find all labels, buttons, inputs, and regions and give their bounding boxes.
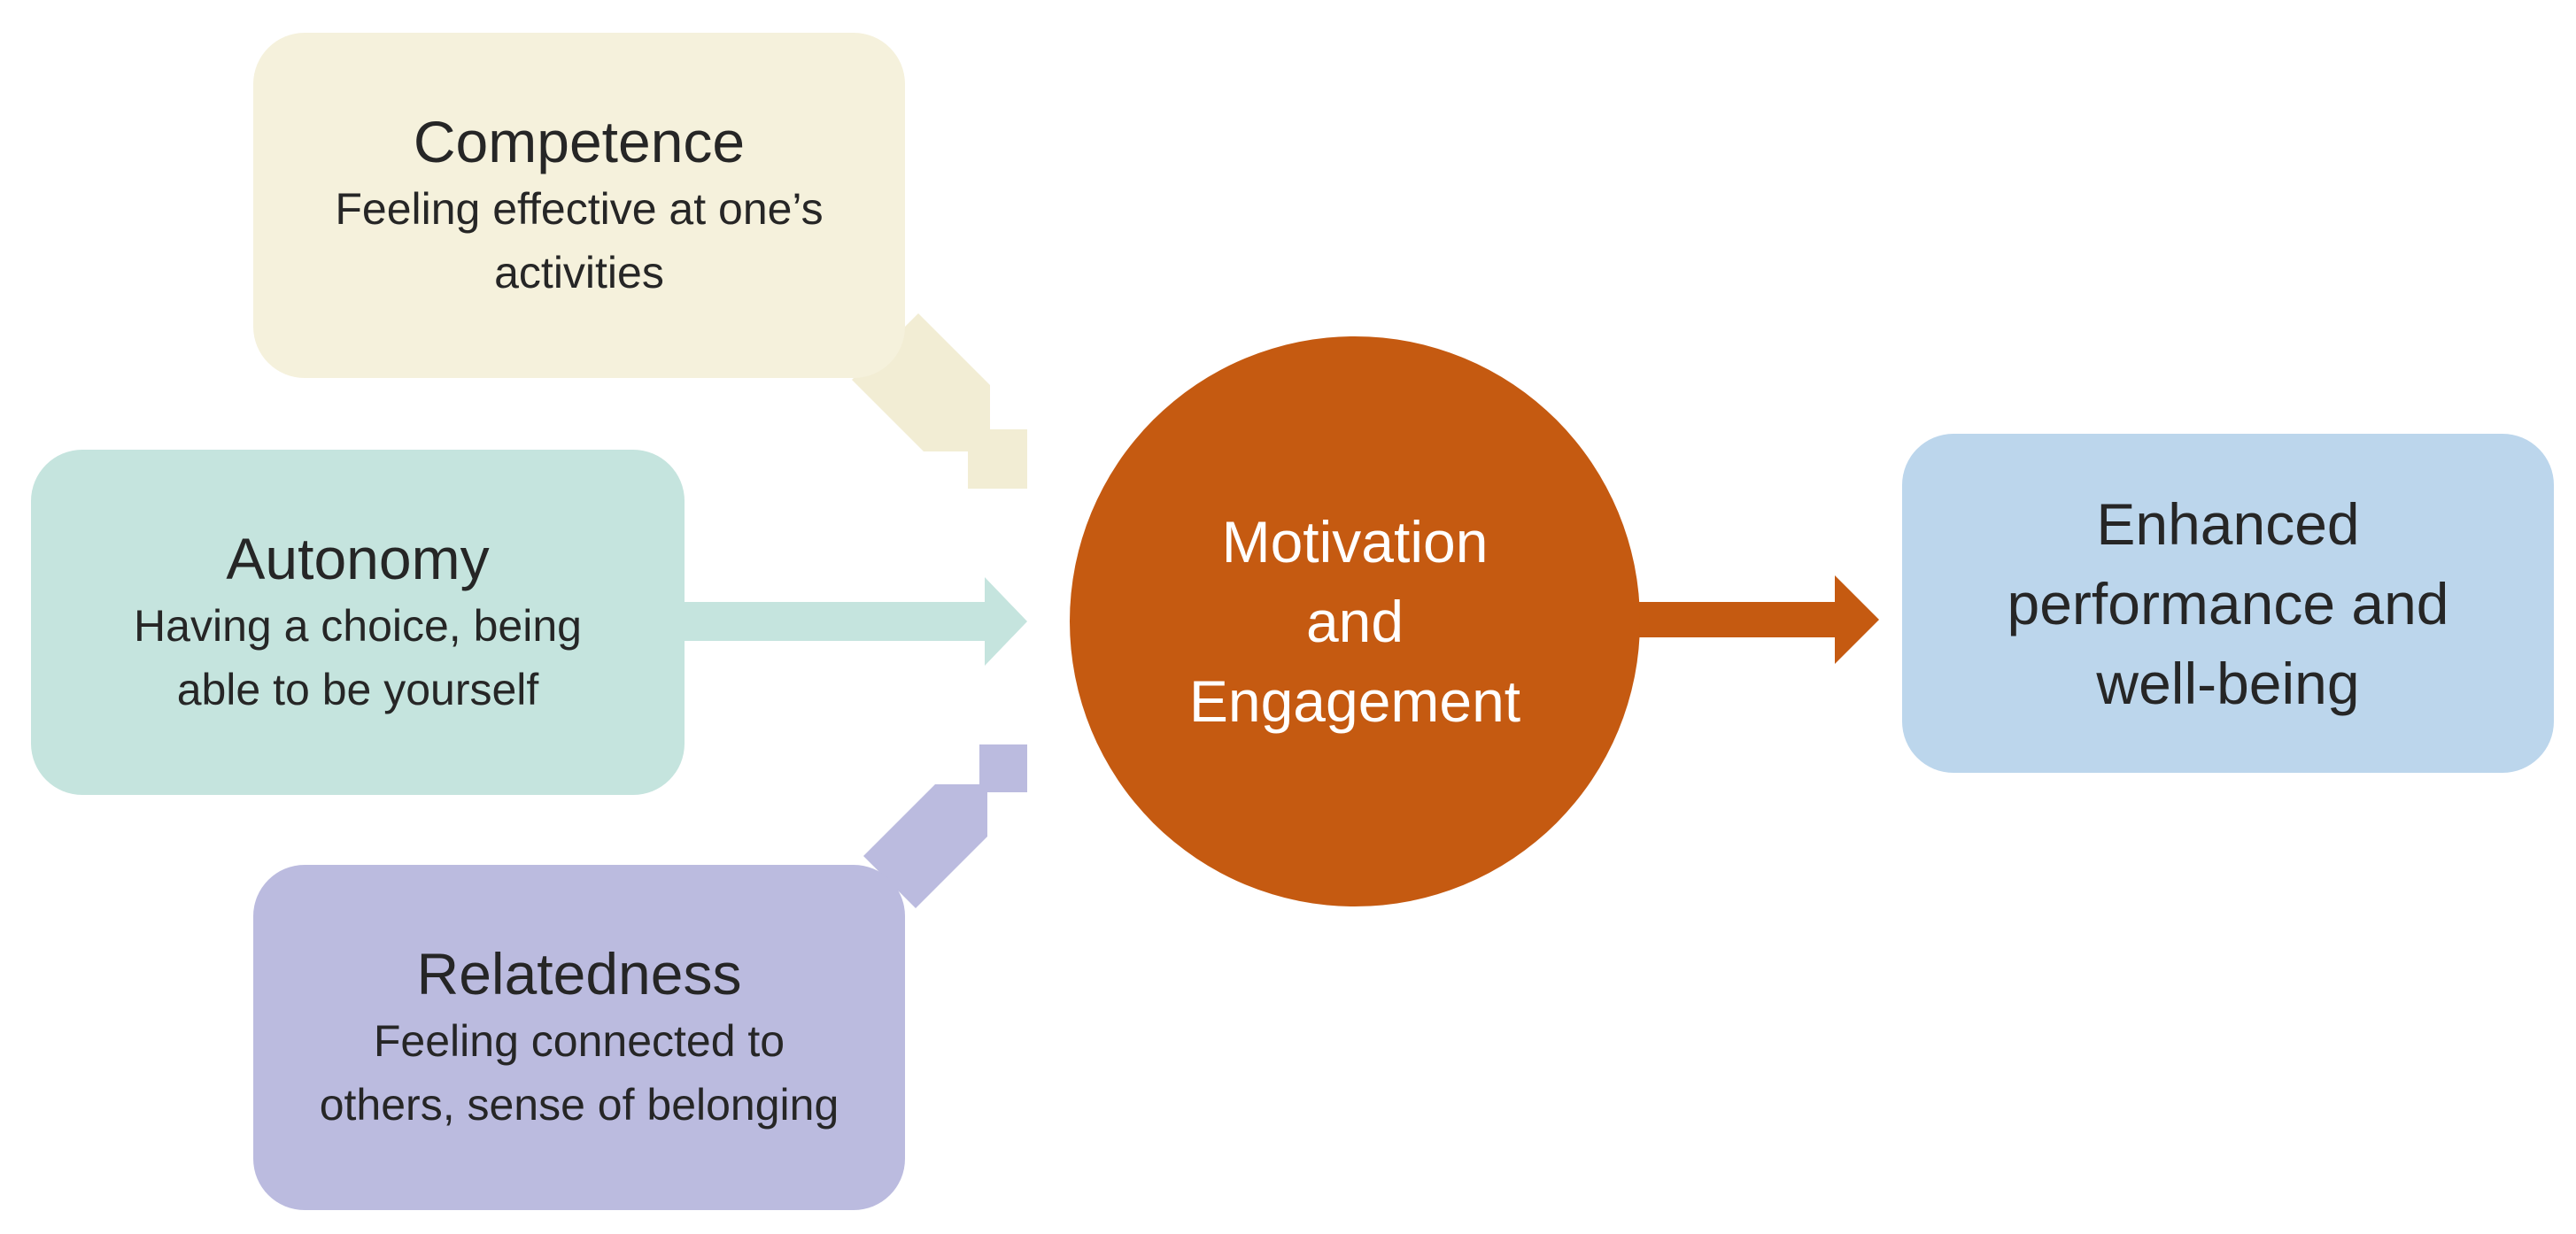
autonomy-description: Having a choice, being able to be yourse… (134, 601, 582, 714)
arrow-competence-to-motivation (852, 313, 1027, 489)
outcome-box: Enhanced performance and well-being (1902, 434, 2554, 773)
arrow-motivation-to-outcome (1636, 575, 1879, 664)
arrow-autonomy-to-motivation (682, 577, 1027, 666)
outcome-label: Enhanced performance and well-being (2007, 490, 2449, 716)
arrow-relatedness-to-motivation (863, 744, 1027, 908)
motivation-engagement-label: Motivation and Engagement (1188, 509, 1521, 734)
competence-description: Feeling effective at one’s activities (335, 184, 824, 297)
motivation-engagement-circle: Motivation and Engagement (1070, 336, 1640, 906)
competence-box: Competence Feeling effective at one’s ac… (253, 33, 905, 378)
relatedness-box: Relatedness Feeling connected to others,… (253, 865, 905, 1210)
competence-title: Competence (413, 109, 746, 174)
autonomy-box: Autonomy Having a choice, being able to … (31, 450, 685, 795)
autonomy-title: Autonomy (226, 526, 490, 591)
relatedness-title: Relatedness (416, 941, 742, 1006)
relatedness-description: Feeling connected to others, sense of be… (319, 1016, 839, 1130)
